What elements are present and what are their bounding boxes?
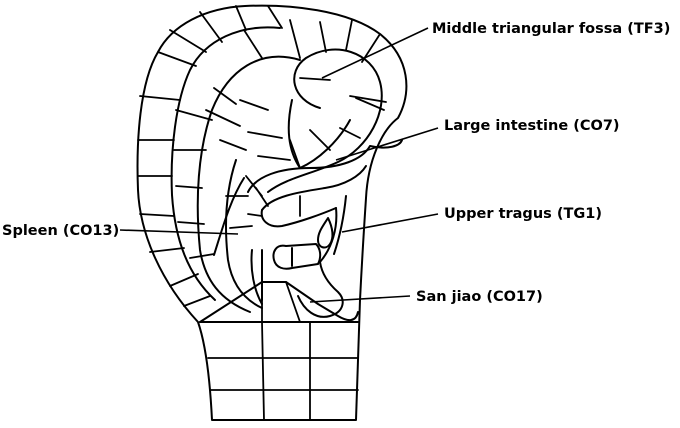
helix-segment-lines	[137, 5, 283, 307]
helix-crus-end	[260, 207, 337, 228]
concha-segment-lines	[245, 97, 385, 217]
label-san-jiao: San jiao (CO17)	[416, 289, 543, 305]
tragus-droplet	[317, 217, 334, 249]
label-large-intestine: Large intestine (CO7)	[444, 118, 620, 134]
tragus-edge	[333, 195, 347, 255]
scapha-segment-lines	[173, 87, 253, 259]
ear-outer-outline	[136, 4, 408, 421]
intertragic-notch	[250, 249, 263, 305]
helix-crus-lower	[261, 165, 367, 211]
lobe-diagonal-2	[285, 281, 301, 323]
label-middle-triangular-fossa: Middle triangular fossa (TF3)	[432, 21, 670, 37]
leader-tf3	[321, 27, 429, 79]
fossa-segment-lines	[239, 19, 387, 161]
leader-co17	[309, 295, 411, 303]
antihelix-inner	[225, 159, 263, 309]
antihelix-crus	[213, 177, 245, 256]
helix-inner-edge	[170, 26, 281, 301]
helix-crus-upper	[247, 139, 403, 193]
label-spleen: Spleen (CO13)	[2, 223, 119, 239]
lobe-grid-vertical-1	[261, 321, 265, 421]
ear-canal-opening	[272, 243, 322, 270]
leader-co7	[335, 127, 439, 161]
concha-boundary	[297, 207, 344, 318]
antihelix-outer	[196, 55, 301, 313]
leader-tg1	[341, 213, 439, 233]
label-upper-tragus: Upper tragus (TG1)	[444, 206, 602, 222]
lobe-top-boundary	[199, 281, 359, 323]
leader-co13	[119, 229, 239, 235]
